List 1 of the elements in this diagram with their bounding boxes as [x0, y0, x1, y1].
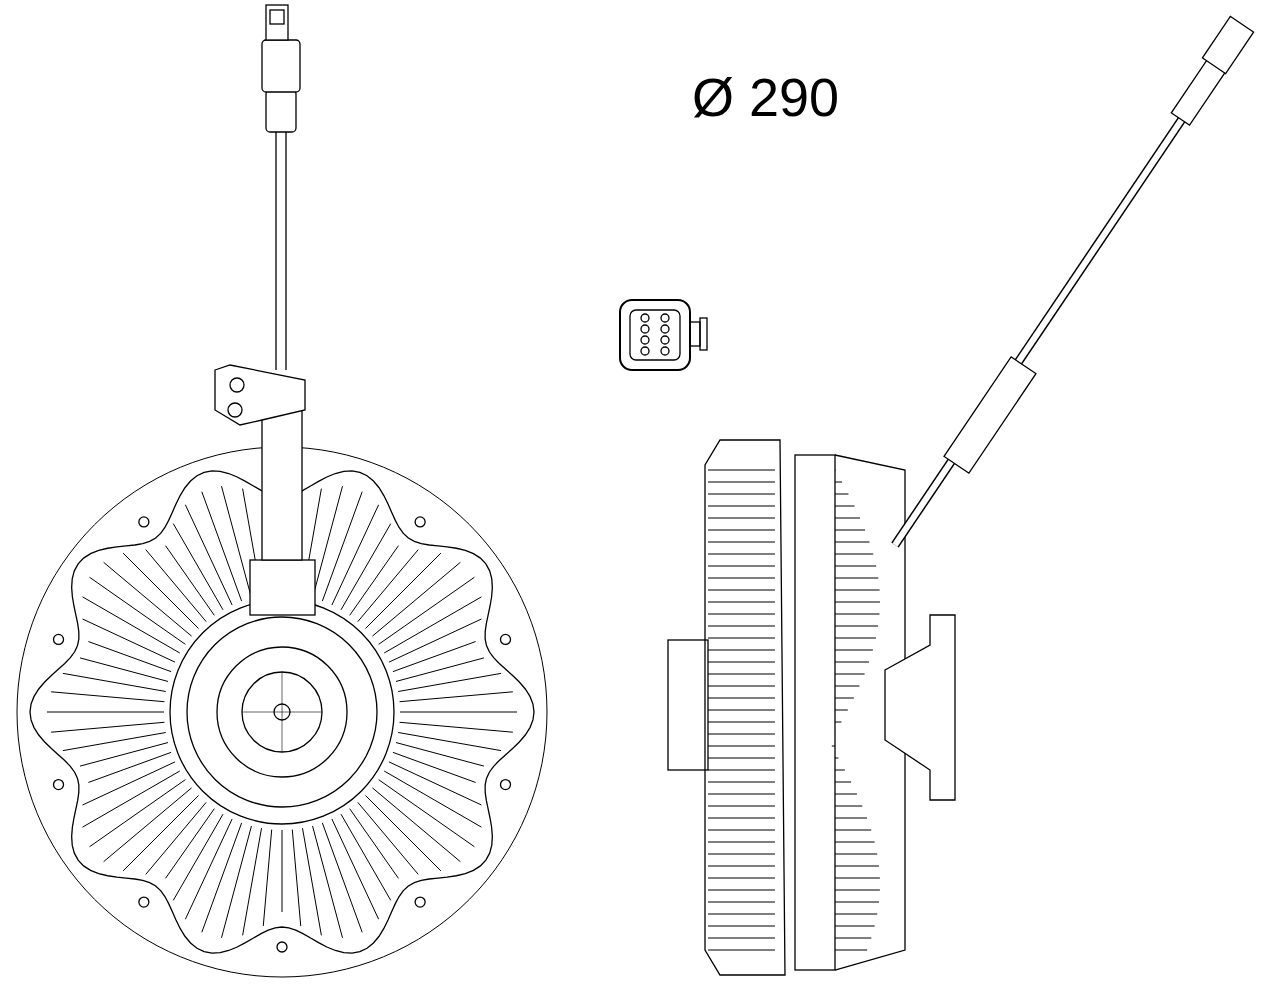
dimension-label: Ø 290 — [692, 70, 840, 124]
